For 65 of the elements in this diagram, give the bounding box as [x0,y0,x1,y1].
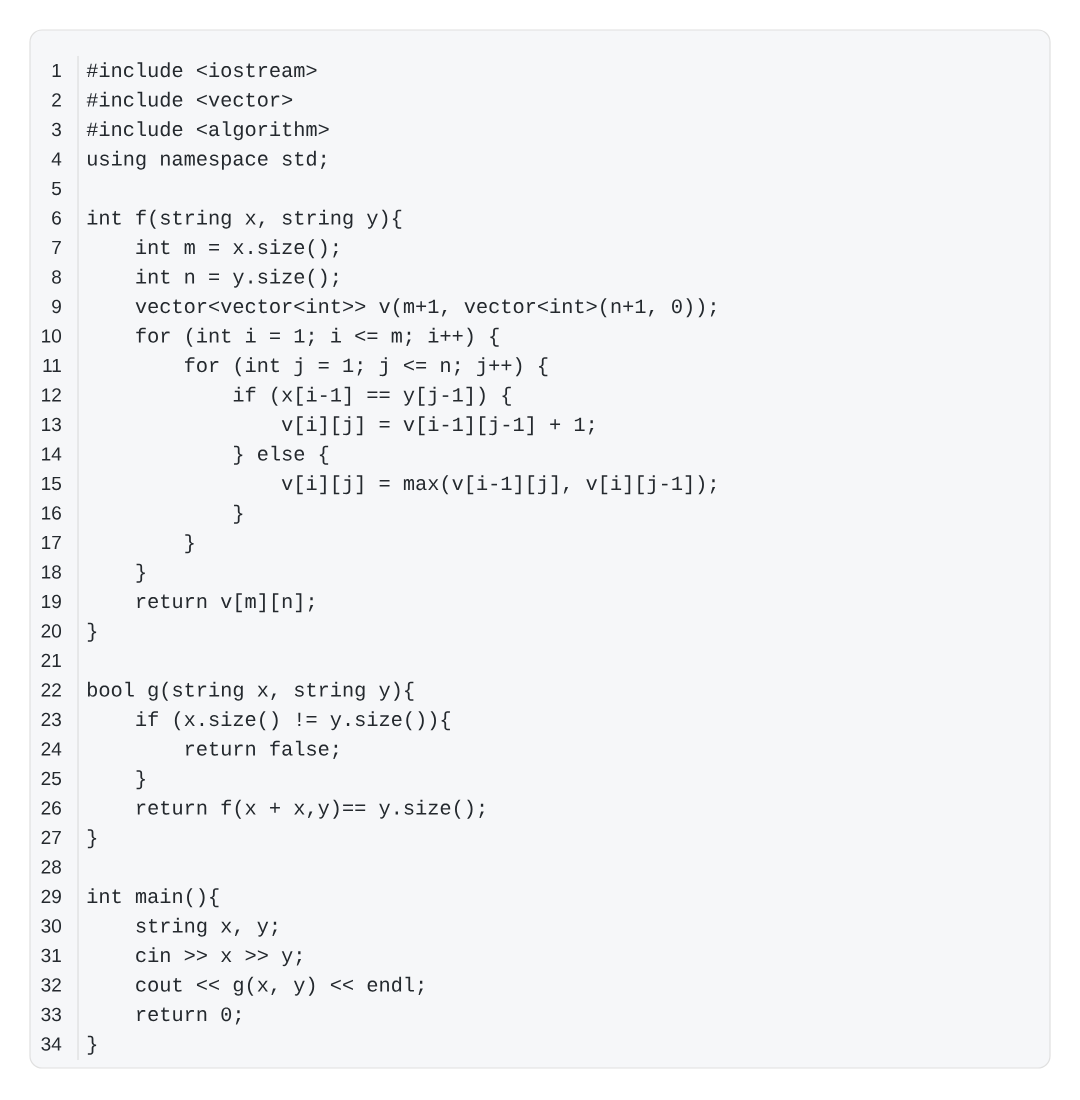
line-number: 21 [41,653,61,667]
line-number: 12 [42,388,61,402]
code-line: v[i][j] = v[i-1][j-1] + 1; [281,416,594,436]
line-number: 27 [41,830,61,844]
line-number: 30 [41,919,62,933]
line-number: 19 [42,594,61,609]
code-line: #include <algorithm> [86,121,329,141]
line-number: 32 [41,978,61,992]
code-line: int f(string x, string y){ [87,209,402,229]
line-number: 6 [52,211,61,225]
code-line: } else { [234,445,329,465]
line-number: 5 [52,181,61,196]
code-line: #include <vector> [86,91,293,107]
line-number: 28 [41,860,61,874]
line-number: 10 [42,329,62,343]
code-line: } [185,534,194,554]
line-number: 13 [42,417,61,432]
code-line: cout << g(x, y) << endl; [136,976,423,996]
line-number: 1 [52,63,61,77]
code-line: if (x[i-1] == y[j-1]) { [233,386,511,406]
code-line: int m = x.size(); [136,239,338,259]
code-line: v[i][j] = max(v[i-1][j], v[i][j-1]); [281,475,716,495]
line-number: 8 [52,270,61,284]
code-line: vector<vector<int>> v(m+1, vector<int>(n+1, 0)); [135,298,716,318]
line-number: 4 [51,152,62,166]
code-line: int n = y.size(); [136,268,338,288]
line-number: 15 [42,476,61,491]
code-line: } [87,622,97,642]
line-number: 23 [41,712,61,727]
code-line: #include <iostream> [86,62,317,78]
line-number: 24 [41,742,62,756]
line-number: 33 [41,1007,61,1022]
code-line: return v[m][n]; [137,593,314,613]
code-line: if (x.size() != y.size()){ [136,711,450,731]
line-number: 16 [42,506,61,520]
code-line: cin >> x >> y; [136,947,302,967]
line-number: 11 [43,358,61,372]
line-number: 3 [51,122,61,137]
line-number: 2 [52,93,61,107]
code-line: return false; [186,740,338,760]
line-number: 17 [42,535,61,549]
line-number: 7 [52,240,61,254]
code-line: bool g(string x, string y){ [87,681,414,701]
code-line: for (int i = 1; i <= m; i++) { [136,327,499,347]
code-line: } [136,563,145,583]
code-line: for (int j = 1; j <= n; j++) { [185,357,548,377]
line-number: 31 [41,948,61,963]
code-line: } [87,829,97,849]
line-number: 14 [42,447,62,461]
code-line: } [234,504,243,524]
line-number: 29 [41,889,61,904]
code-line: using namespace std; [88,150,326,170]
line-number: 9 [52,299,61,314]
code-line: return 0; [137,1007,241,1025]
line-number: 25 [41,771,61,786]
code-line: } [87,1035,97,1055]
code-line: return f(x + x,y)== y.size(); [137,799,484,819]
line-number: 22 [41,683,61,697]
line-number: 34 [41,1037,62,1051]
code-line: int main(){ [87,888,219,908]
code-line: string x, y; [136,917,277,937]
line-number: 20 [41,624,62,638]
line-number: 26 [41,801,61,815]
code-line: } [136,770,145,790]
line-number: 18 [42,565,61,579]
